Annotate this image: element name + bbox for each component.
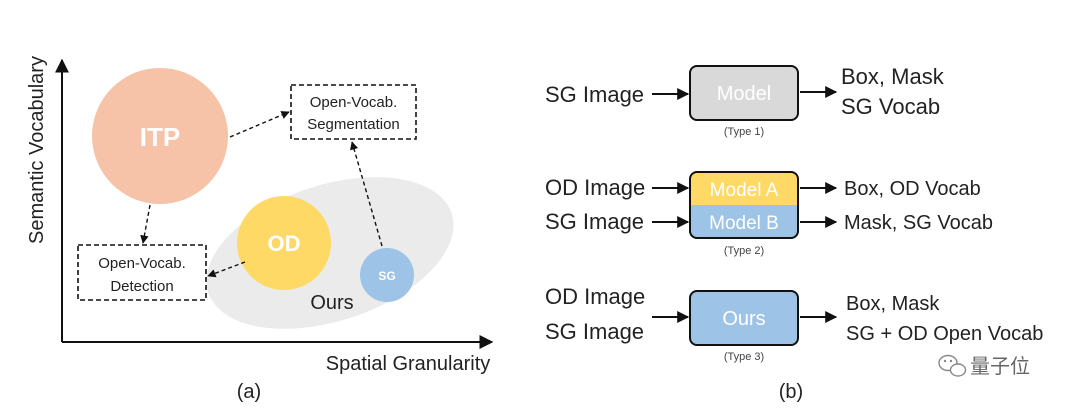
open-vocab-segmentation-box (290, 84, 417, 140)
type1-tag: (Type 1) (724, 126, 764, 138)
ours-region (206, 177, 454, 329)
type1-model-label: Model (717, 83, 771, 105)
type3-input2: SG Image (545, 319, 644, 344)
type1-input: SG Image (545, 82, 644, 107)
segmentation-line1: Open-Vocab. (310, 94, 398, 111)
detection-line2: Detection (110, 278, 173, 295)
panel-b: SG Image Model Box, Mask SG Vocab (Type … (545, 64, 1043, 403)
open-vocab-detection-box (77, 244, 207, 301)
type2-row: OD Image SG Image Model A Model B Box, O… (545, 171, 993, 257)
type2-tag: (Type 2) (724, 245, 764, 257)
type2-model-b-fill (690, 205, 798, 215)
x-axis-label: Spatial Granularity (326, 353, 491, 375)
wechat-icon (938, 354, 967, 377)
arrow-itp-to-segmentation (229, 111, 290, 138)
ours-label: Ours (310, 292, 353, 314)
type2-input2: SG Image (545, 209, 644, 234)
type2-output1: Box, OD Vocab (844, 178, 981, 200)
type3-row: OD Image SG Image Ours Box, Mask SG + OD… (545, 284, 1043, 363)
type3-tag: (Type 3) (724, 351, 764, 363)
type2-input1: OD Image (545, 175, 645, 200)
type3-output2: SG + OD Open Vocab (846, 323, 1043, 345)
arrow-itp-to-detection (140, 204, 151, 244)
od-label: OD (268, 231, 301, 256)
type1-output2: SG Vocab (841, 94, 940, 119)
caption-a: (a) (237, 381, 261, 403)
itp-label: ITP (140, 122, 180, 152)
detection-line1: Open-Vocab. (98, 255, 186, 272)
type2-model-outline (689, 171, 799, 239)
watermark-text: 量子位 (970, 354, 1030, 378)
itp-circle (92, 68, 228, 204)
type1-row: SG Image Model Box, Mask SG Vocab (Type … (545, 64, 945, 138)
od-circle (237, 196, 331, 290)
segmentation-line2: Segmentation (307, 116, 400, 133)
type2-output2: Mask, SG Vocab (844, 212, 993, 234)
type1-model-box (689, 65, 799, 121)
type3-model-label: Ours (722, 308, 765, 330)
type1-output1: Box, Mask (841, 64, 945, 89)
sg-circle (360, 248, 414, 302)
y-axis-label: Semantic Vocabulary (26, 56, 48, 244)
caption-b: (b) (779, 381, 803, 403)
type3-input1: OD Image (545, 284, 645, 309)
type3-output1: Box, Mask (846, 293, 940, 315)
type2-model-b-label: Model B (709, 213, 779, 234)
sg-label: SG (378, 269, 395, 283)
type2-model-a-label: Model A (710, 180, 779, 201)
panel-a: Semantic Vocabulary Spatial Granularity … (26, 56, 494, 403)
type3-model-box (689, 290, 799, 346)
watermark: 量子位 (938, 354, 1030, 378)
